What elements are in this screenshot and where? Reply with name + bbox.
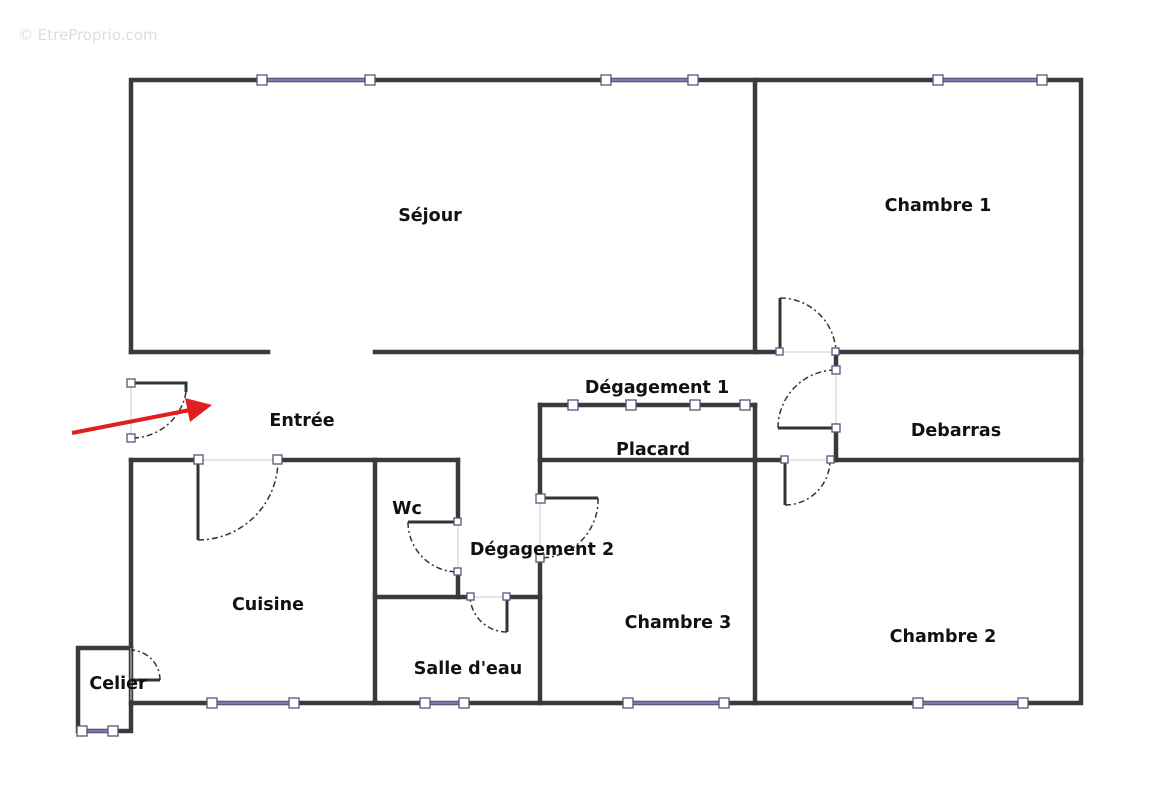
- room-debarras: Debarras: [911, 421, 1001, 441]
- room-celier: Celier: [89, 674, 147, 694]
- windows: [76, 74, 1048, 737]
- room-wc: Wc: [392, 499, 422, 519]
- entry-arrow: [71, 398, 212, 435]
- room-labels: Séjour Chambre 1 Entrée Dégagement 1 Pla…: [89, 196, 1001, 694]
- room-chambre-1: Chambre 1: [885, 196, 992, 216]
- room-placard: Placard: [616, 440, 690, 460]
- room-degagement-1: Dégagement 1: [585, 378, 729, 398]
- doors: [126, 297, 841, 682]
- room-salle-deau: Salle d'eau: [414, 659, 522, 679]
- room-entree: Entrée: [269, 411, 334, 431]
- room-chambre-2: Chambre 2: [890, 627, 997, 647]
- room-degagement-2: Dégagement 2: [470, 540, 614, 560]
- room-sejour: Séjour: [398, 206, 462, 226]
- room-cuisine: Cuisine: [232, 595, 304, 615]
- room-chambre-3: Chambre 3: [625, 613, 732, 633]
- watermark: © EtreProprio.com: [18, 26, 158, 44]
- thin-openings: [130, 351, 837, 700]
